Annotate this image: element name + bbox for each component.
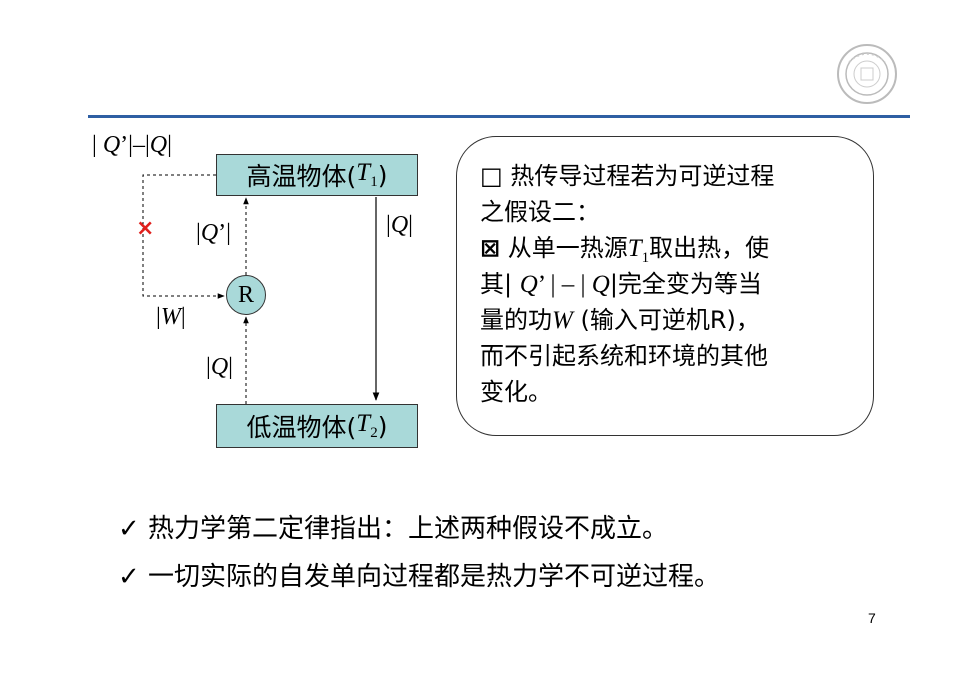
callout-line-6: 而不引起系统和环境的其他	[480, 342, 768, 370]
callout-line-5: 量的功W (输入可逆机R)，	[480, 306, 760, 334]
check-icon: ✓	[118, 562, 140, 592]
callout-line-4: 其| Q’ | – | Q|完全变为等当	[480, 270, 762, 298]
bullet-second-law: ✓ 热力学第二定律指出：上述两种假设不成立。	[118, 514, 669, 544]
hypothesis-callout	[456, 136, 874, 436]
callout-line-7: 变化。	[480, 378, 552, 406]
university-seal-icon	[837, 44, 897, 104]
check-icon: ✓	[118, 514, 140, 544]
callout-line-2: 之假设二：	[480, 198, 600, 226]
checkbox-crossed-icon: ⊠	[480, 234, 501, 262]
label-q-prime-minus-q: | Q’|–|Q|	[92, 132, 172, 158]
callout-line-3: ⊠ 从单一热源T1取出热，使	[480, 234, 770, 266]
cold-reservoir-box: 低温物体(T2)	[216, 404, 418, 448]
cross-mark-icon: ×	[136, 216, 155, 241]
dashed-loop-line	[142, 174, 225, 299]
label-q-lower: |Q|	[206, 354, 233, 380]
reversible-engine-circle: R	[226, 275, 266, 315]
label-w: |W|	[156, 304, 186, 330]
page-number: 7	[868, 610, 876, 626]
label-q-right: |Q|	[386, 212, 413, 238]
checkbox-empty-icon: □	[480, 162, 503, 190]
label-q-prime: |Q’|	[196, 220, 231, 246]
hot-reservoir-box: 高温物体(T1)	[216, 154, 418, 196]
bullet-irreversible: ✓ 一切实际的自发单向过程都是热力学不可逆过程。	[118, 562, 721, 592]
callout-line-1: □ 热传导过程若为可逆过程	[480, 162, 775, 190]
header-rule	[88, 115, 910, 118]
